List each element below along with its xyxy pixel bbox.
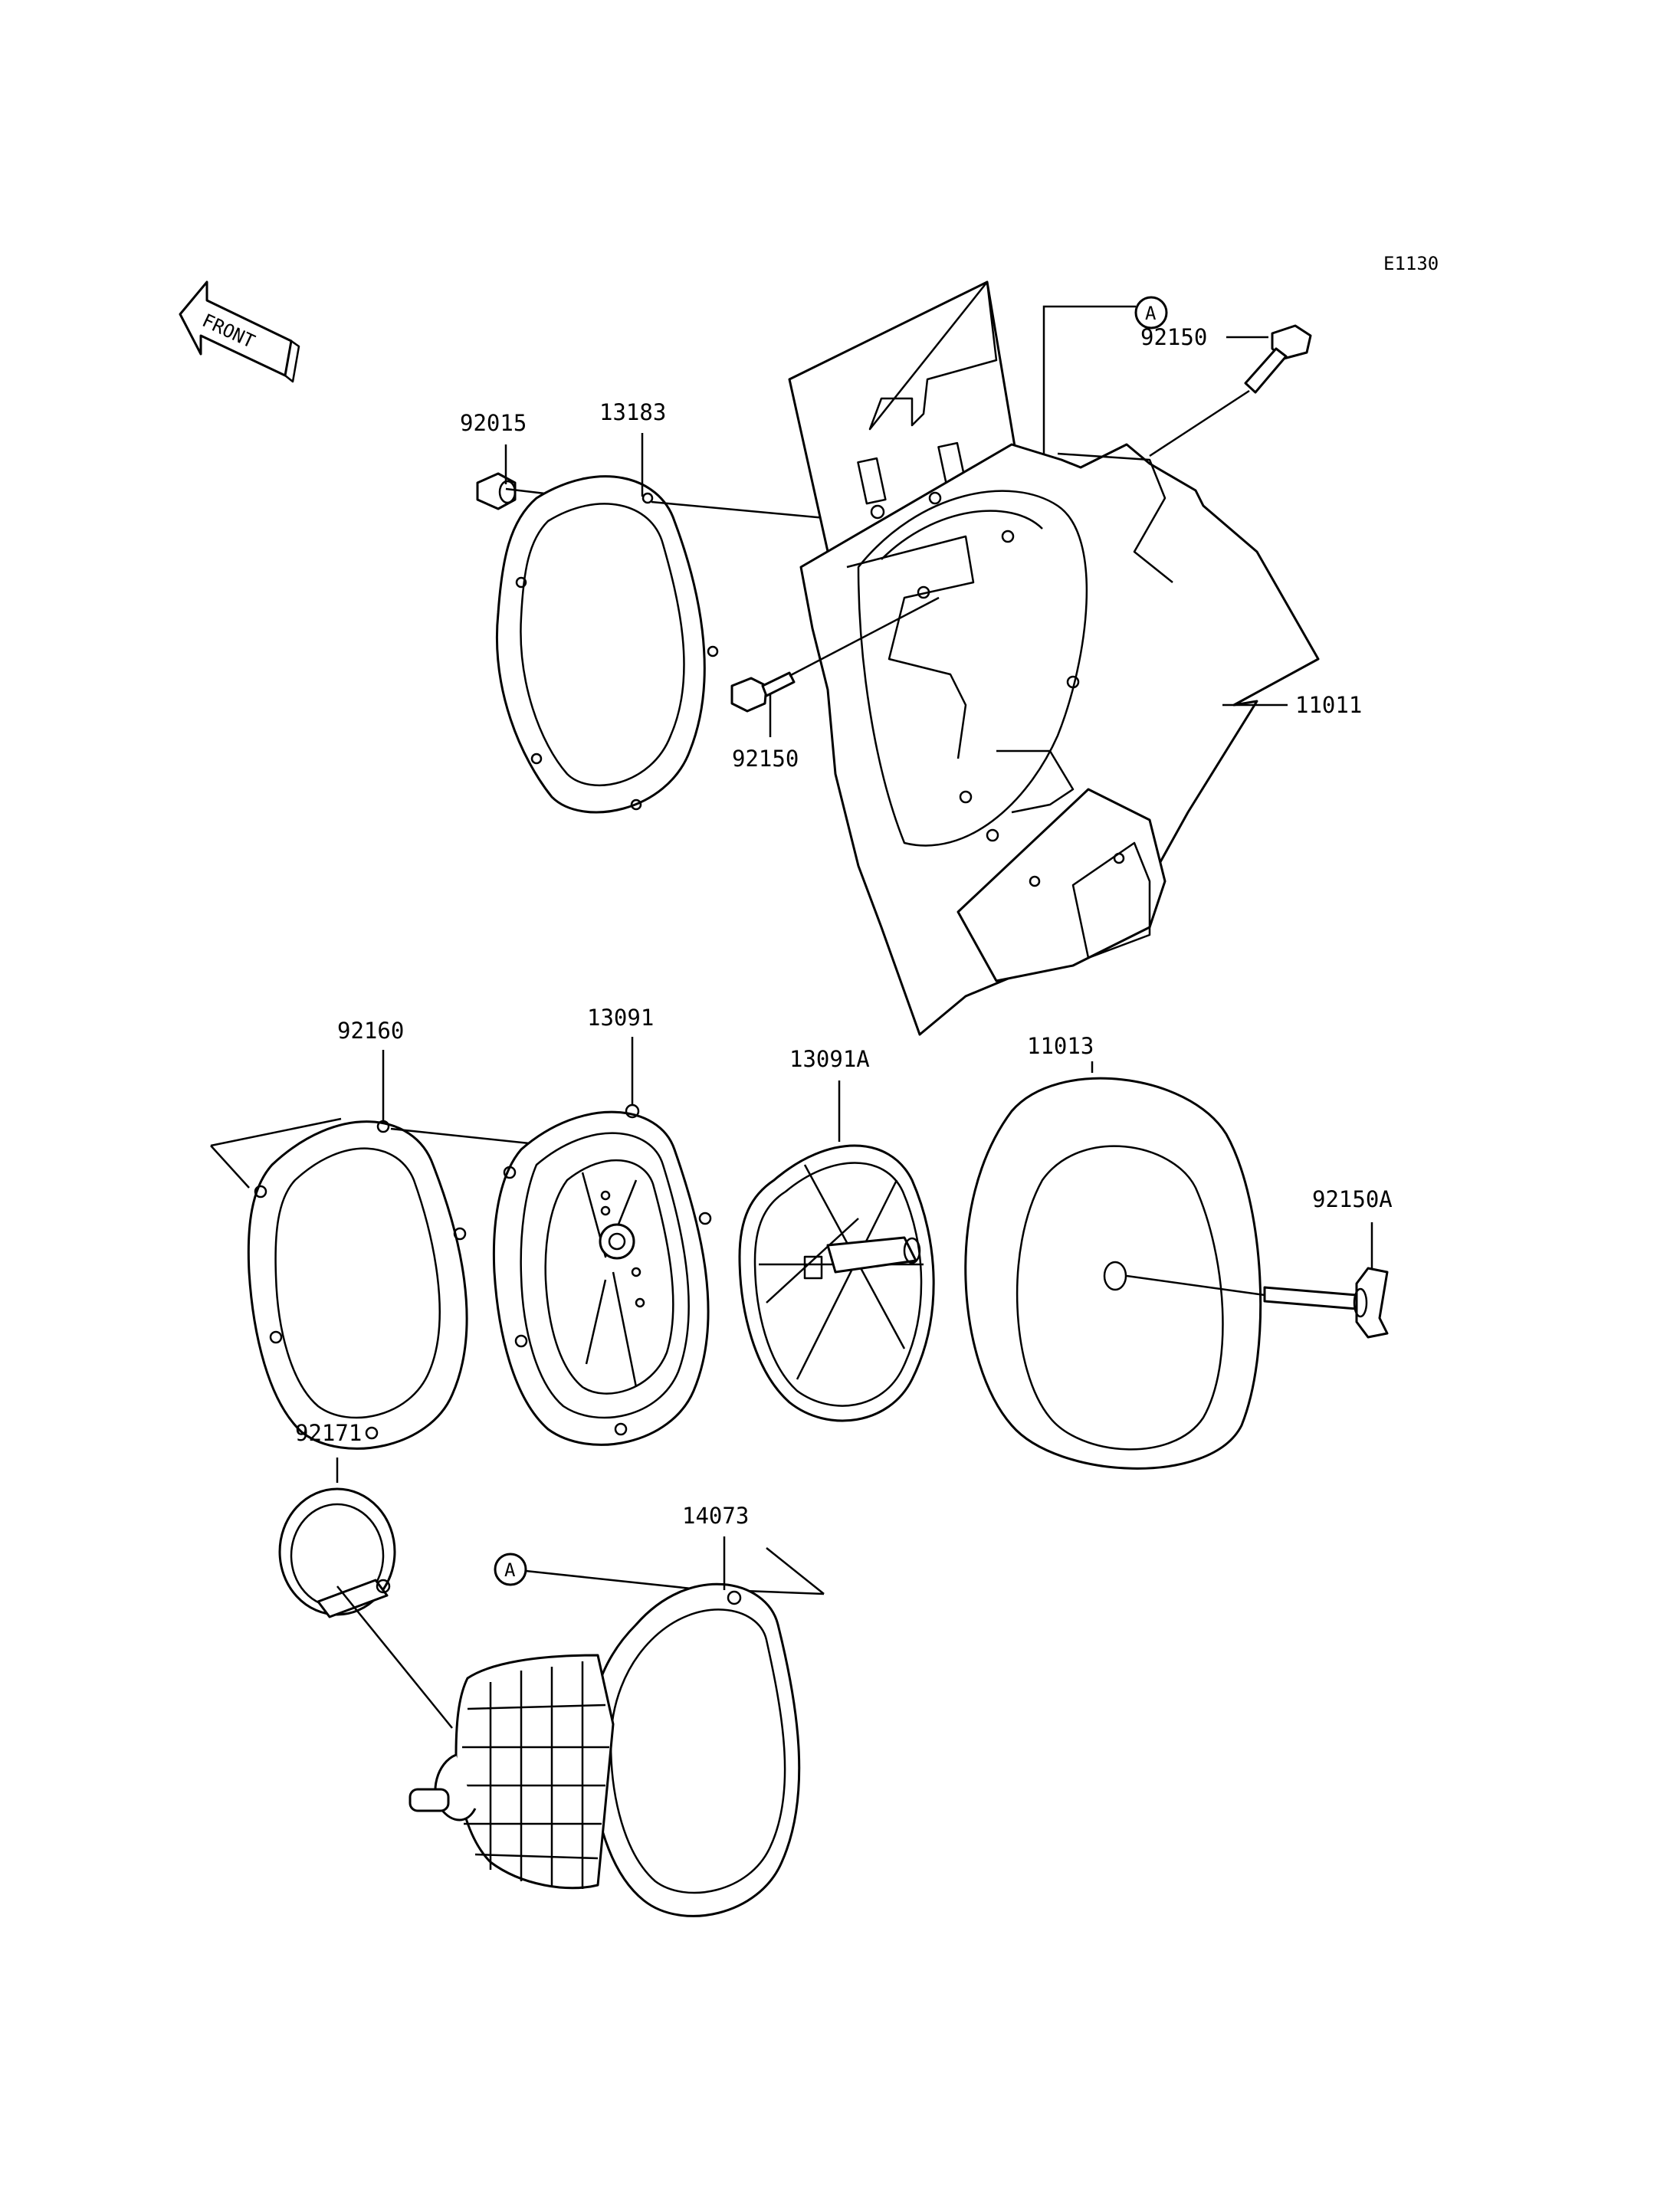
air-box-11011 (788, 280, 1320, 1036)
label-13183: 13183 (599, 399, 666, 425)
intake-duct-14073 (409, 1582, 801, 1917)
front-arrow-icon: FRONT (179, 280, 300, 383)
bolt-92150-top (1244, 324, 1312, 394)
svg-text:A: A (504, 1559, 516, 1581)
wing-bolt-92150A (1263, 1267, 1389, 1339)
bolt-92150-mid (730, 671, 796, 713)
label-92160: 92160 (337, 1018, 404, 1044)
label-92150-mid: 92150 (732, 746, 799, 772)
label-13091: 13091 (587, 1005, 654, 1031)
label-11011: 11011 (1295, 692, 1362, 718)
ref-marker-a-top: A (1134, 296, 1168, 330)
nut-92015 (476, 472, 517, 510)
label-92015: 92015 (460, 410, 527, 436)
filter-cage-13091A (738, 1144, 935, 1422)
air-filter-11013 (964, 1077, 1262, 1470)
diagram-code: E1130 (1383, 253, 1439, 274)
gasket-13183 (495, 475, 719, 814)
gasket-92160 (247, 1120, 468, 1450)
label-11013: 11013 (1027, 1033, 1094, 1059)
label-14073: 14073 (682, 1503, 749, 1529)
filter-holder-13091 (492, 1103, 712, 1446)
label-92171: 92171 (295, 1420, 362, 1446)
svg-text:A: A (1145, 303, 1157, 324)
label-92150A: 92150A (1312, 1186, 1393, 1212)
label-13091A: 13091A (789, 1046, 870, 1072)
clamp-92171 (278, 1487, 396, 1618)
ref-marker-a-lower: A (494, 1553, 527, 1586)
